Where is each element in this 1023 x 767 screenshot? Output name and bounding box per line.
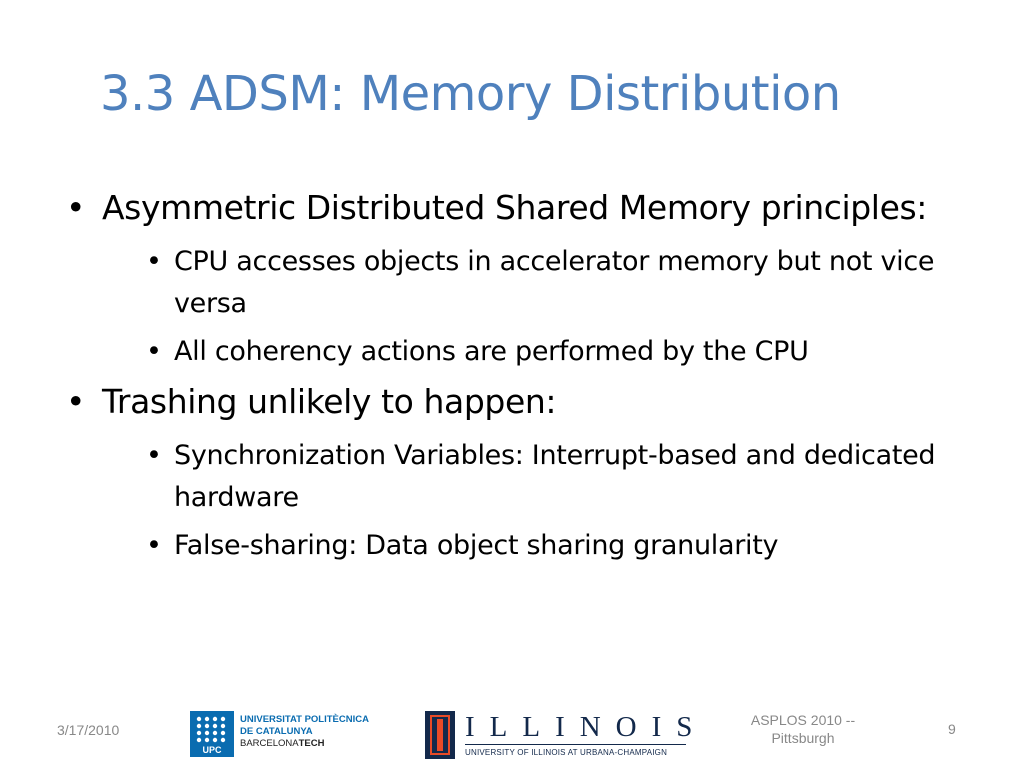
sub-bullet-item: • CPU accesses objects in accelerator me…: [146, 241, 960, 325]
bullet-list: • Asymmetric Distributed Shared Memory p…: [60, 185, 960, 573]
slide-title: 3.3 ADSM: Memory Distribution: [100, 66, 841, 122]
bullet-icon: •: [146, 246, 162, 277]
upc-line3a: BARCELONA: [240, 738, 299, 749]
upc-line3b: TECH: [298, 738, 325, 749]
footer-date: 3/17/2010: [57, 722, 120, 738]
sub-bullet-text: Synchronization Variables: Interrupt-bas…: [174, 440, 936, 513]
upc-logo-text: UNIVERSITAT POLITÈCNICA DE CATALUNYA BAR…: [240, 714, 369, 750]
illinois-divider: [465, 744, 686, 745]
upc-line1: UNIVERSITAT POLITÈCNICA: [240, 714, 369, 725]
upc-line2: DE CATALUNYA: [240, 726, 313, 737]
bullet-icon: •: [146, 440, 162, 471]
bullet-item: • Asymmetric Distributed Shared Memory p…: [60, 185, 960, 231]
sub-bullet-text: CPU accesses objects in accelerator memo…: [174, 246, 935, 319]
illinois-block-i-icon: [425, 711, 455, 759]
footer-conference: ASPLOS 2010 -- Pittsburgh: [750, 712, 856, 746]
upc-mark-text: UPC: [202, 745, 222, 755]
bullet-item: • Trashing unlikely to happen:: [60, 379, 960, 425]
sub-bullet-item: • Synchronization Variables: Interrupt-b…: [146, 435, 960, 519]
upc-line3: BARCELONATECH: [240, 738, 369, 750]
illinois-wordmark: ILLINOIS: [465, 711, 708, 743]
bullet-icon: •: [66, 188, 86, 227]
illinois-subtitle: UNIVERSITY OF ILLINOIS AT URBANA-CHAMPAI…: [465, 748, 668, 757]
bullet-icon: •: [66, 382, 86, 421]
bullet-icon: •: [146, 336, 162, 367]
upc-logo-icon: UPC: [190, 711, 234, 757]
sub-bullet-item: • False-sharing: Data object sharing gra…: [146, 525, 960, 567]
bullet-icon: •: [146, 530, 162, 561]
sub-bullet-item: • All coherency actions are performed by…: [146, 331, 960, 373]
sub-bullet-text: False-sharing: Data object sharing granu…: [174, 530, 779, 561]
sub-bullet-text: All coherency actions are performed by t…: [174, 336, 809, 367]
illinois-logo: ILLINOIS UNIVERSITY OF ILLINOIS AT URBAN…: [425, 711, 692, 759]
slide-number: 9: [948, 721, 956, 737]
bullet-text: Asymmetric Distributed Shared Memory pri…: [102, 188, 927, 227]
upc-logo: UPC UNIVERSITAT POLITÈCNICA DE CATALUNYA…: [190, 711, 382, 757]
bullet-text: Trashing unlikely to happen:: [102, 382, 557, 421]
